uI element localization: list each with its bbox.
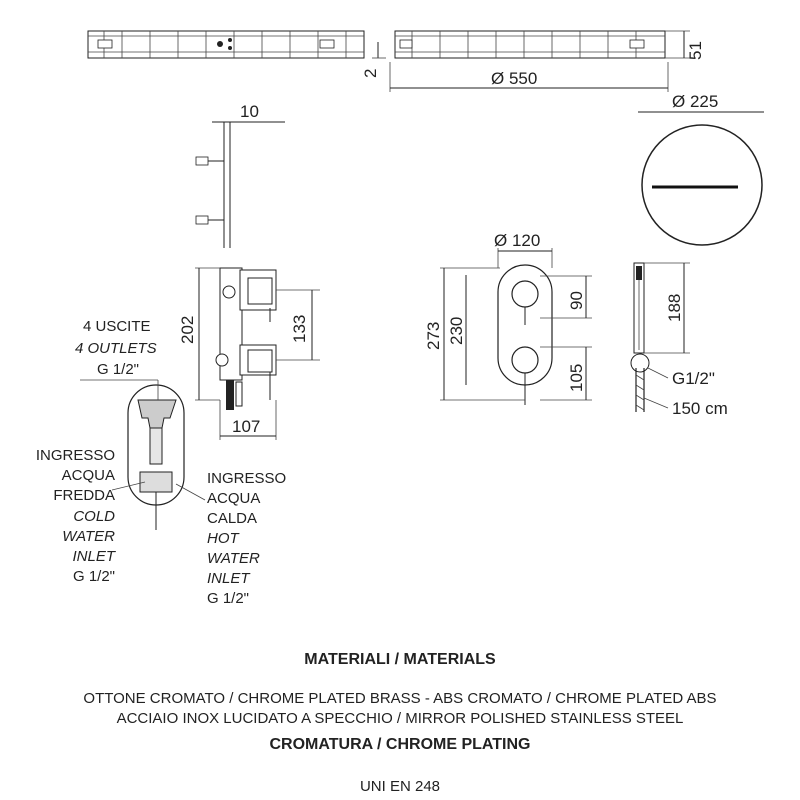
materials-title: MATERIALI / MATERIALS [304,651,496,668]
materials-line-1: OTTONE CROMATO / CHROME PLATED BRASS - A… [83,690,717,707]
dimension-51: 51 [665,30,705,60]
materials-line-2: ACCIAIO INOX LUCIDATO A SPECCHIO / MIRRO… [116,710,684,727]
recessed-box-side: 202 133 107 [178,267,320,440]
cold-inlet-label: INGRESSO ACQUA FREDDA COLD WATER INLET G… [36,447,117,585]
box-rear-view [80,379,206,530]
shower-arm-side-view: 10 [195,102,285,248]
outlets-line-1: 4 USCITE [83,318,151,335]
dim-shower-thickness: 51 [686,41,705,60]
cold-line-1: INGRESSO [36,447,115,464]
dim-hand-connection: G1/2" [672,369,715,388]
dim-valve-plate: 230 [447,317,466,345]
dim-box-height: 202 [178,316,197,344]
hot-line-2: ACQUA [207,490,260,507]
dim-valve-lower: 105 [567,364,586,392]
outlets-line-3: G 1/2" [97,361,139,378]
dim-valve-total: 273 [424,322,443,350]
dimension-550: Ø 550 [389,62,669,92]
dim-valve-upper: 90 [567,291,586,310]
dim-arm-thickness: 10 [240,102,259,121]
dim-shower-offset: 2 [361,69,380,78]
dim-box-inner: 133 [290,315,309,343]
standard-label: UNI EN 248 [359,778,441,795]
outlets-label: 4 USCITE 4 OUTLETS G 1/2" [75,318,157,378]
hot-inlet-label: INGRESSO ACQUA CALDA HOT WATER INLET G 1… [207,470,286,607]
hot-line-7: G 1/2" [207,590,249,607]
hot-line-4: HOT [207,530,241,547]
hot-line-3: CALDA [207,510,257,527]
outlets-line-2: 4 OUTLETS [75,340,157,357]
dim-hand-shower-height: 188 [665,294,684,322]
cold-line-5: WATER [62,528,115,545]
cold-line-7: G 1/2" [73,568,115,585]
dim-shower-diameter: Ø 550 [491,69,537,88]
cold-line-3: FREDDA [53,487,115,504]
hot-line-5: WATER [207,550,260,567]
hot-line-1: INGRESSO [207,470,286,487]
mixer-valve-front: Ø 120 273 230 90 105 [424,231,592,405]
dimension-2: 2 [361,42,386,78]
cold-line-2: ACQUA [62,467,115,484]
hot-line-6: INLET [207,570,251,587]
shower-head-right-elevation [394,30,666,59]
hand-shower: 188 G1/2" 150 cm [630,262,728,418]
shower-head-left-elevation [87,30,365,59]
round-plate: Ø 225 [638,92,764,246]
cold-line-4: COLD [73,508,115,525]
dim-plate-diameter: Ø 225 [672,92,718,111]
dim-valve-width: Ø 120 [494,231,540,250]
plating-title: CROMATURA / CHROME PLATING [269,736,531,753]
cold-line-6: INLET [72,548,116,565]
dim-hose-length: 150 cm [672,399,728,418]
dim-box-depth: 107 [232,417,260,436]
